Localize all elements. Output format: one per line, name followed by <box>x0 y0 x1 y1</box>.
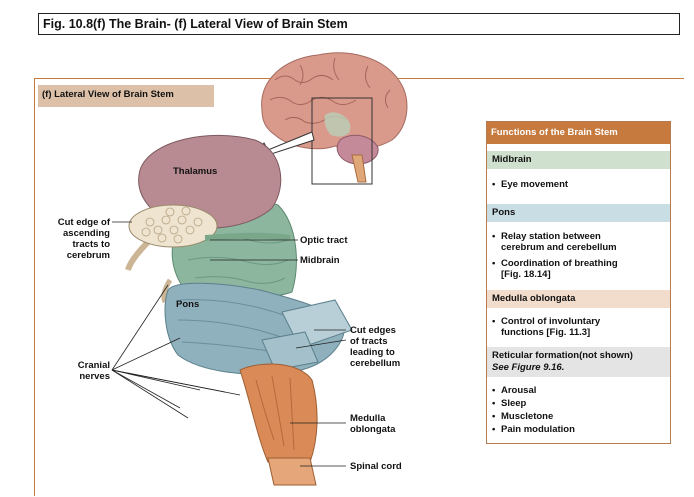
item-text: Eye movement <box>501 179 569 190</box>
item-text: Control of involuntary <box>501 316 601 327</box>
bullet: • <box>492 385 496 396</box>
label-thalamus: Thalamus <box>173 166 218 177</box>
label-spinal-cord: Spinal cord <box>350 461 402 472</box>
label-cut-edge-line: tracts to <box>72 239 110 250</box>
bullet: • <box>492 424 496 435</box>
section-medulla-title: Medulla oblongata <box>492 293 576 304</box>
label-cut-edge-line: Cut edge of <box>57 217 110 228</box>
label-medulla: Medulla oblongata <box>350 413 395 435</box>
label-optic-tract: Optic tract <box>300 235 348 246</box>
item-text: Sleep <box>501 398 527 409</box>
section-midbrain-bar: Midbrain <box>487 151 670 169</box>
bullet: • <box>492 316 496 327</box>
section-pons-title: Pons <box>492 207 516 218</box>
medulla-item: • Control of involuntary functions [Fig.… <box>492 316 600 338</box>
bullet: • <box>492 398 496 409</box>
functions-box: Functions of the Brain Stem Midbrain • E… <box>486 121 671 444</box>
functions-header: Functions of the Brain Stem <box>491 127 618 138</box>
label-medulla-line: oblongata <box>350 424 396 435</box>
figure-title: Fig. 10.8(f) The Brain- (f) Lateral View… <box>43 17 348 31</box>
reticular-item: • Muscletone <box>492 411 553 422</box>
midbrain-item: • Eye movement <box>492 179 568 190</box>
section-reticular-bar: Reticular formation(not shown) See Figur… <box>487 347 670 377</box>
pons-item: • Relay station between cerebrum and cer… <box>492 231 617 253</box>
bullet: • <box>492 179 496 190</box>
item-text: Coordination of breathing <box>501 258 618 269</box>
bullet: • <box>492 231 496 242</box>
label-cut-edge-tracts: Cut edge of ascending tracts to cerebrum <box>36 217 110 261</box>
label-cerebellum-line: cerebellum <box>350 358 401 369</box>
label-cut-edge-line: ascending <box>63 228 110 239</box>
pons-item: • Coordination of breathing [Fig. 18.14] <box>492 258 618 280</box>
section-reticular-subtitle: See Figure 9.16. <box>492 362 565 373</box>
section-reticular-title: Reticular formation(not shown) <box>492 350 633 361</box>
functions-header-bar: Functions of the Brain Stem <box>487 122 670 144</box>
label-cranial-line: Cranial <box>77 360 110 371</box>
reticular-item: • Sleep <box>492 398 526 409</box>
item-text: Relay station between <box>501 231 601 242</box>
spinal-cord-shape <box>267 457 317 486</box>
whole-brain-thumbnail <box>261 52 408 185</box>
bullet: • <box>492 258 496 269</box>
section-medulla-bar: Medulla oblongata <box>487 290 670 308</box>
section-midbrain-title: Midbrain <box>492 154 532 165</box>
section-pons-bar: Pons <box>487 204 670 222</box>
label-pons: Pons <box>176 299 200 310</box>
label-cerebellum-line: Cut edges <box>350 325 396 336</box>
label-cut-edge-line: cerebrum <box>66 250 110 261</box>
item-text: functions [Fig. 11.3] <box>501 327 591 338</box>
label-cut-edges-cerebellum: Cut edges of tracts leading to cerebellu… <box>350 325 400 369</box>
panel-label-box: (f) Lateral View of Brain Stem <box>38 85 214 107</box>
label-cranial-line: nerves <box>79 371 110 382</box>
label-cerebellum-line: of tracts <box>350 336 388 347</box>
leader-lines <box>111 221 347 467</box>
item-text: [Fig. 18.14] <box>501 269 551 280</box>
item-text: cerebrum and cerebellum <box>501 242 617 253</box>
item-text: Pain modulation <box>501 424 575 435</box>
label-cranial-nerves: Cranial nerves <box>56 360 110 382</box>
reticular-item: • Arousal <box>492 385 536 396</box>
label-medulla-line: Medulla <box>350 413 386 424</box>
label-midbrain: Midbrain <box>300 255 340 266</box>
label-cerebellum-line: leading to <box>350 347 395 358</box>
panel-label: (f) Lateral View of Brain Stem <box>42 89 174 100</box>
item-text: Muscletone <box>501 411 554 422</box>
reticular-item: • Pain modulation <box>492 424 575 435</box>
bullet: • <box>492 411 496 422</box>
item-text: Arousal <box>501 385 537 396</box>
figure-title-box: Fig. 10.8(f) The Brain- (f) Lateral View… <box>38 13 680 35</box>
